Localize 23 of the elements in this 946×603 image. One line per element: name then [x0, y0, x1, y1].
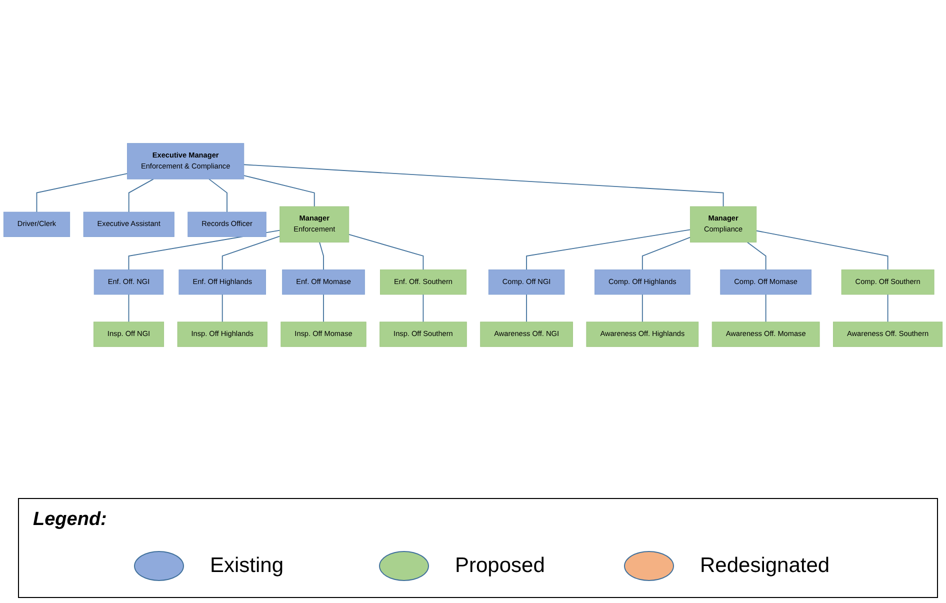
legend-label: Existing [210, 554, 284, 578]
connector [526, 229, 691, 270]
connector [319, 242, 324, 270]
connector [746, 242, 766, 270]
connector [36, 173, 128, 212]
connector [422, 294, 424, 322]
connector [128, 294, 130, 322]
connector [222, 236, 280, 270]
connector [887, 294, 888, 322]
legend-label: Proposed [455, 554, 545, 578]
connector [526, 294, 527, 322]
connector [243, 164, 724, 207]
legend-label: Redesignated [700, 554, 830, 578]
connector [208, 178, 228, 212]
legend-heading: Legend: [33, 509, 107, 531]
connector [765, 294, 766, 322]
connector [243, 175, 315, 207]
connector [323, 294, 324, 322]
connector [348, 234, 424, 270]
connector [222, 294, 223, 322]
connector [642, 236, 691, 270]
connector [642, 294, 643, 322]
connector [756, 230, 888, 270]
